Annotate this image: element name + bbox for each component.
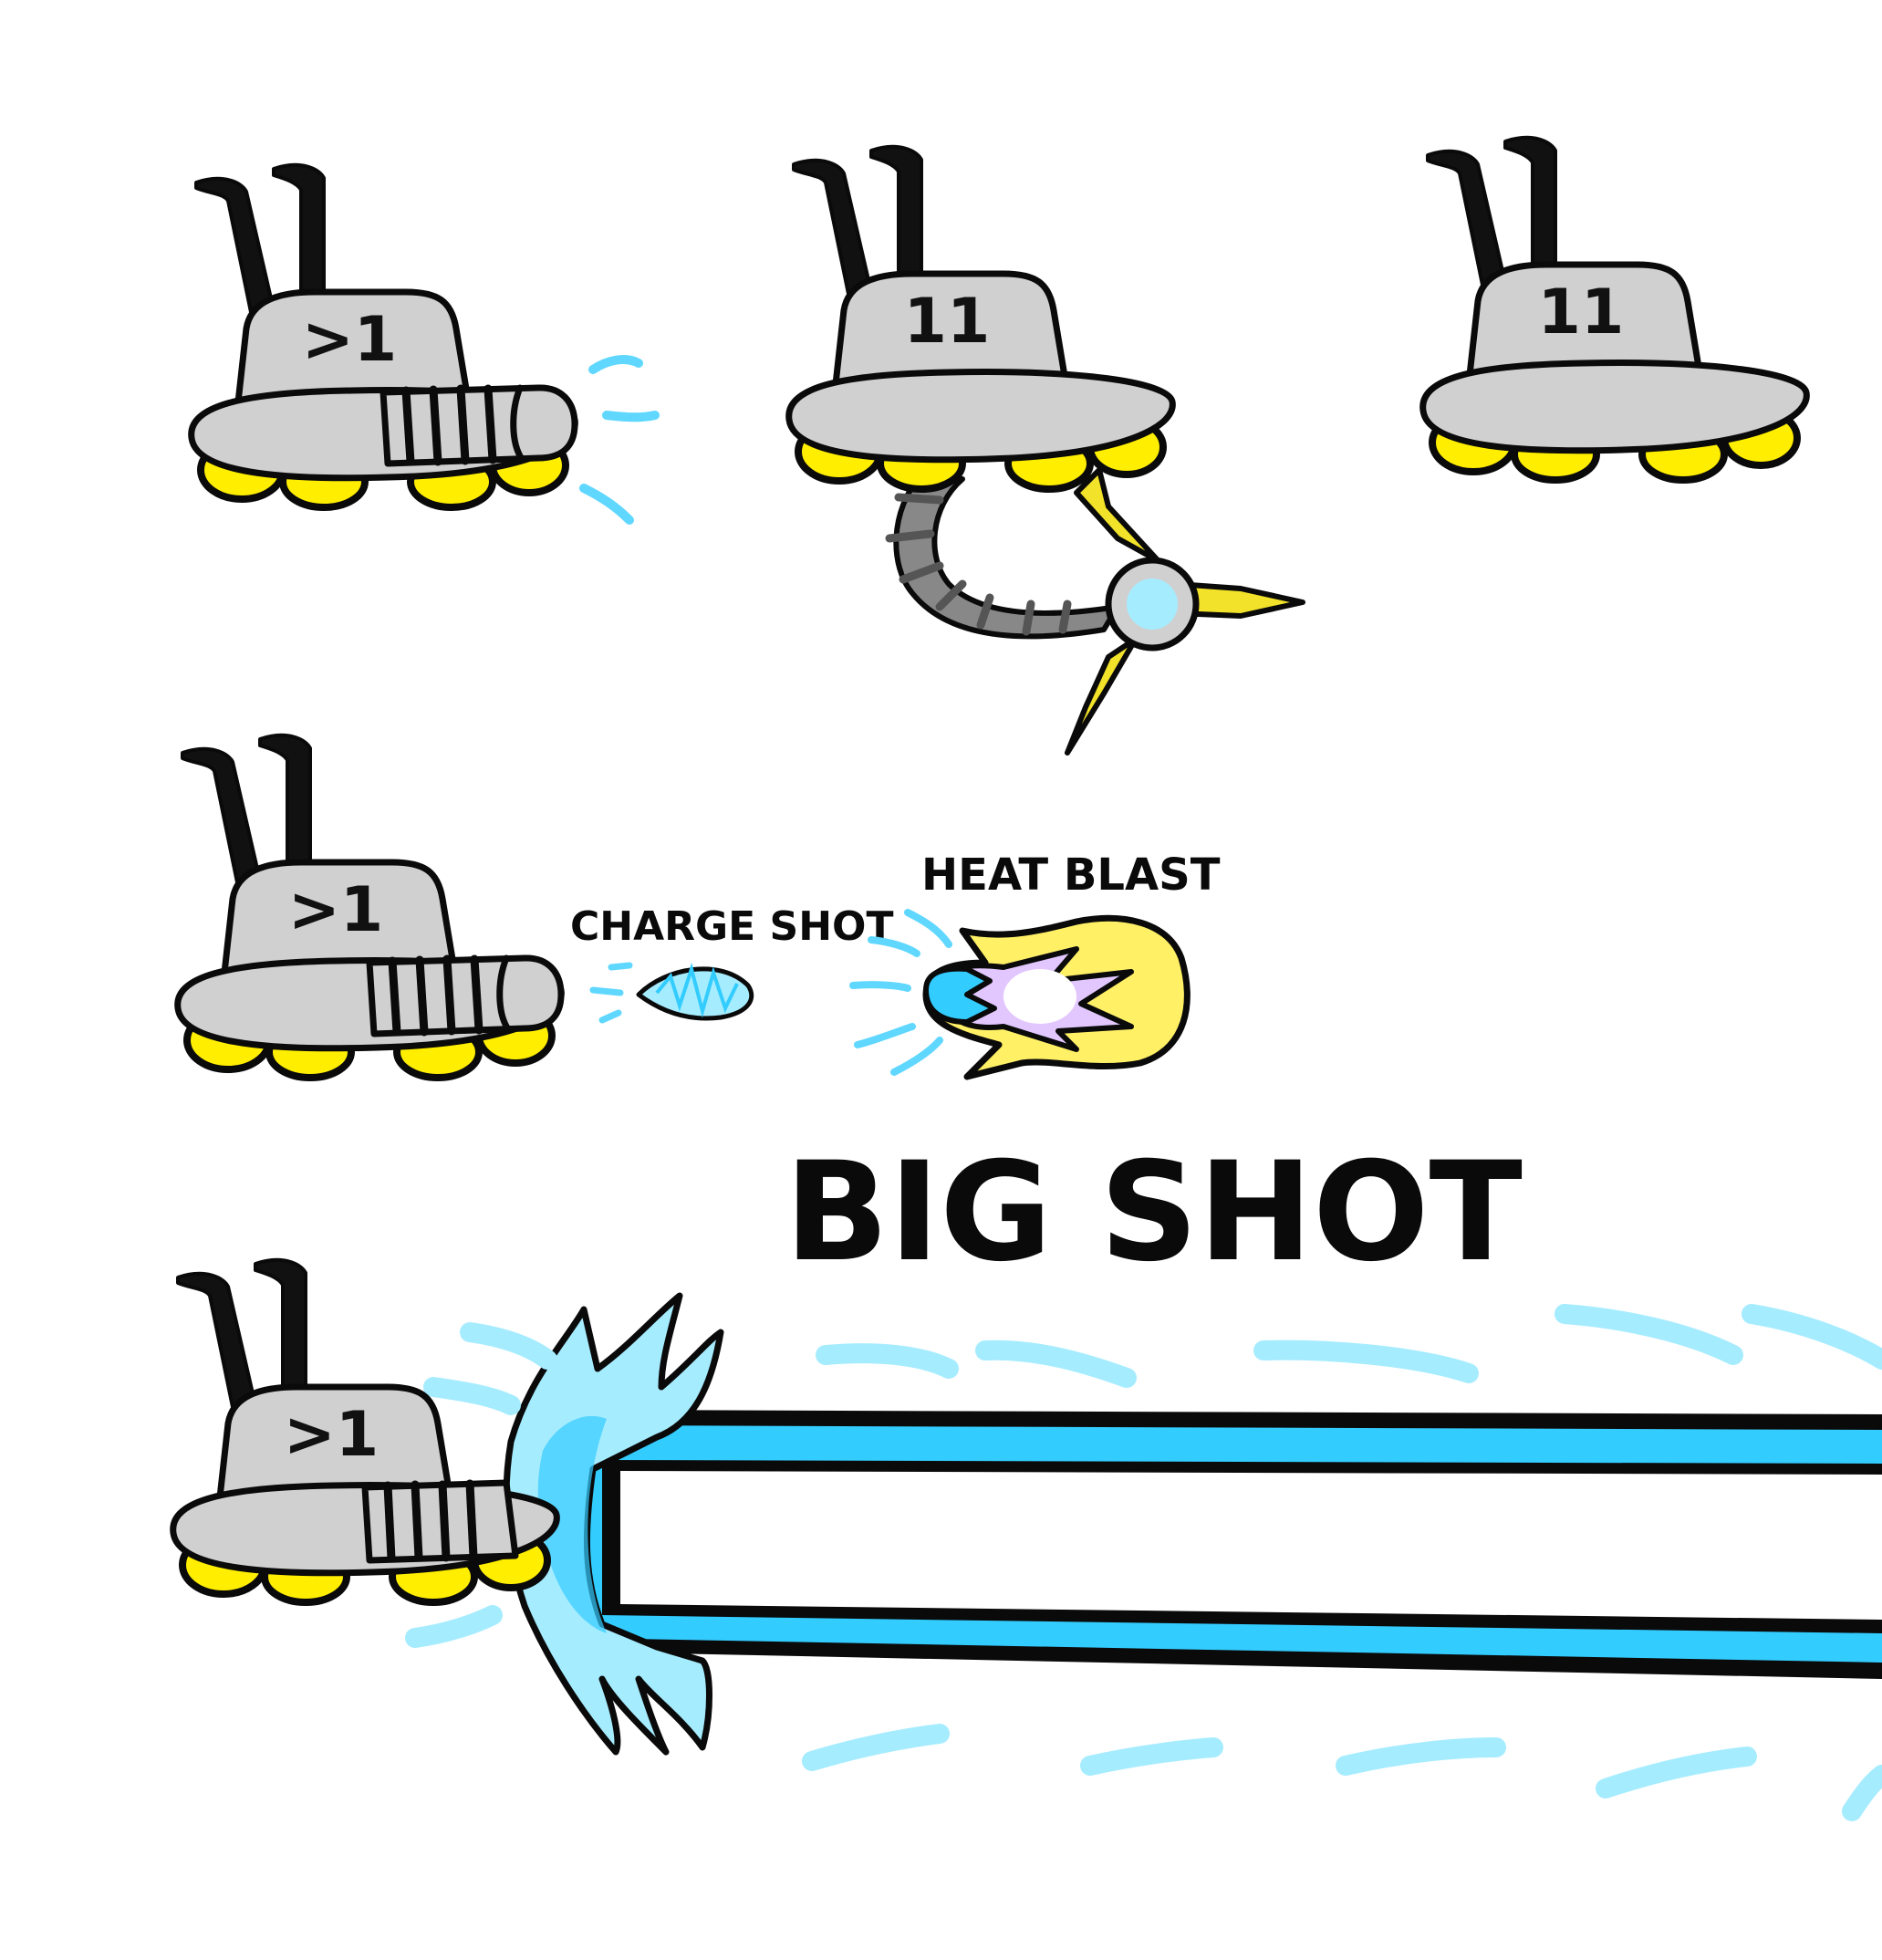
heat-blast-label: HEAT BLAST — [921, 850, 1221, 901]
robot-1-face: >1 — [302, 304, 397, 376]
charge-shot-projectile — [589, 962, 754, 1024]
robot-5: >1 — [173, 1260, 557, 1602]
robot-2-face: 11 — [904, 286, 991, 358]
sparkle-lines-1 — [579, 355, 660, 525]
robot-2-arm — [885, 467, 1305, 756]
big-shot-label: BIG SHOT — [785, 1133, 1523, 1292]
charge-shot-label: CHARGE SHOT — [570, 903, 893, 950]
robot-1: >1 — [192, 165, 576, 507]
robot-5-cannon — [361, 1479, 519, 1564]
big-shot-beam — [503, 1292, 1882, 1756]
heat-blast-projectile — [849, 909, 1191, 1080]
robot-4-face: >1 — [288, 874, 383, 946]
robot-3-face: 11 — [1538, 276, 1625, 349]
robot-4: >1 — [178, 735, 562, 1078]
robot-5-face: >1 — [284, 1399, 379, 1471]
robot-2: 11 — [789, 147, 1173, 489]
robot-3: 11 — [1423, 138, 1807, 480]
